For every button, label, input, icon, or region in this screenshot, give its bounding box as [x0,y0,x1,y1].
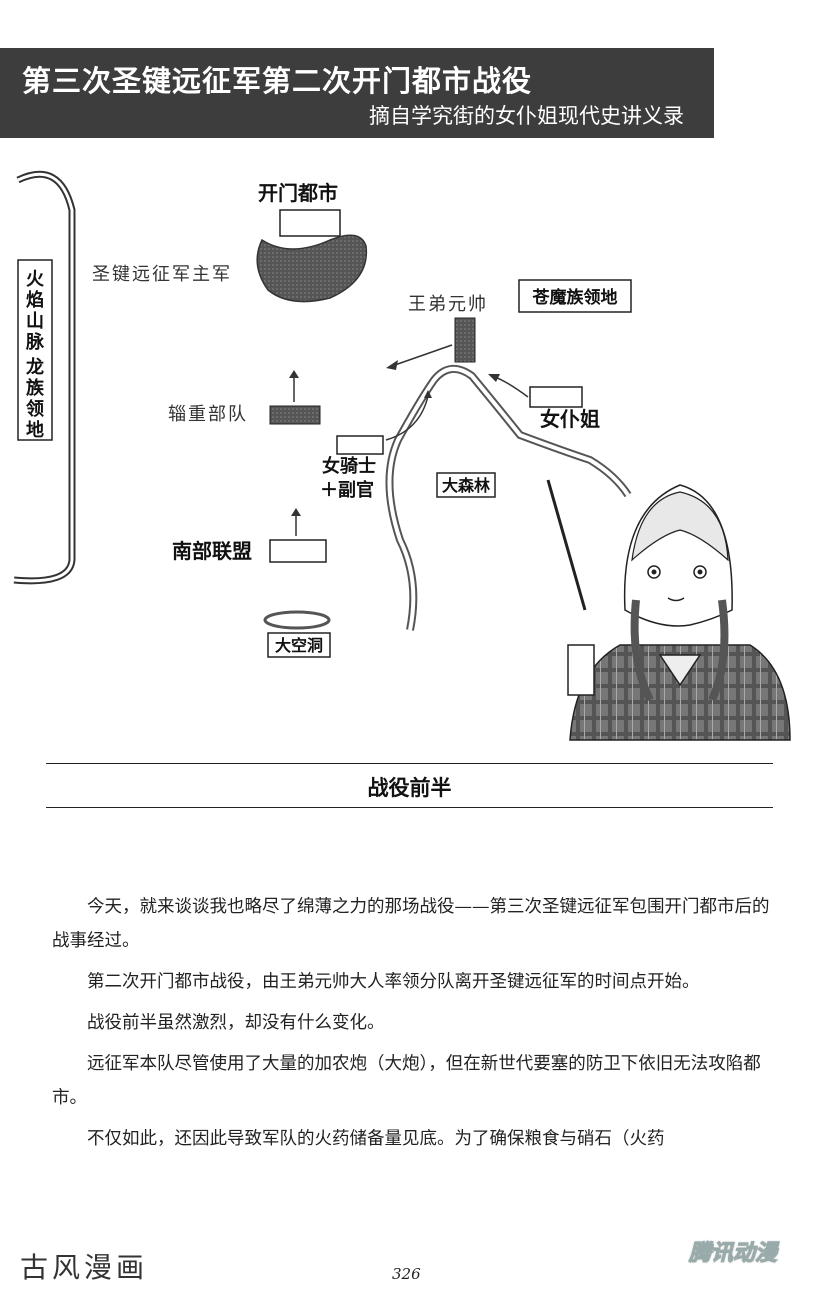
forest-box [436,472,496,498]
marshal-label: 王弟元帅 [408,294,488,315]
maid-illustration [546,479,791,741]
demon-land-box [518,279,632,313]
svg-text:地: 地 [26,419,44,441]
section-rule-top [46,763,773,764]
paragraph: 今天，就来谈谈我也略尽了绵薄之力的那场战役——第三次圣键远征军包围开门都市后的战… [52,897,770,951]
cave-label: 大空洞 [275,636,323,655]
svg-text:焰: 焰 [26,289,44,311]
page-subtitle: 摘自学究街的女仆姐现代史讲义录 [369,104,684,128]
maid-label: 女仆姐 [540,407,600,431]
adjutant-label: ＋副官 [320,479,374,501]
paragraph: 第二次开门都市战役，由王弟元帅大人率领分队离开圣键远征军的时间点开始。 [87,972,700,992]
baggage-unit [269,405,321,425]
svg-text:山: 山 [26,311,44,332]
southern-box [269,539,327,563]
demon-land-label: 苍魔族领地 [532,287,618,308]
mountain-label-box [17,259,53,441]
svg-text:脉: 脉 [25,331,45,353]
body-text: 今天，就来谈谈我也略尽了绵薄之力的那场战役——第三次圣键远征军包围开门都市后的战… [52,890,772,1163]
page-number: 326 [392,1265,421,1283]
footer-watermark-right: 腾讯动漫 [688,1241,777,1267]
southern-label: 南部联盟 [172,539,252,563]
svg-text:族: 族 [26,377,45,399]
cave-box [267,632,331,658]
svg-text:领: 领 [26,398,44,420]
knight-box [336,435,384,455]
pointer-stick [546,479,587,611]
cave-ring [263,610,331,630]
svg-text:火: 火 [26,269,45,290]
main-army-shape [256,234,368,303]
paragraph: 远征军本队尽管使用了大量的加农炮（大炮），但在新世代要塞的防卫下依旧无法攻陷都市… [52,1054,761,1108]
forest-label: 大森林 [442,476,490,495]
svg-text:龙: 龙 [26,356,44,378]
city-box [279,209,341,237]
footer-watermark-left: 古风漫画 [20,1251,149,1284]
marshal-unit [454,317,476,363]
baggage-label: 辎重部队 [168,404,248,425]
maid-box [529,386,583,408]
paragraph: 不仅如此，还因此导致军队的火药储备量见底。为了确保粮食与硝石（火药 [87,1129,665,1149]
page-title: 第三次圣键远征军第二次开门都市战役 [22,64,533,98]
title-banner: 第三次圣键远征军第二次开门都市战役 摘自学究街的女仆姐现代史讲义录 [0,48,714,138]
main-army-label: 圣键远征军主军 [92,264,232,285]
paragraph: 战役前半虽然激烈，却没有什么变化。 [87,1013,385,1033]
mountain-label: 火 焰 山 脉 龙 族 领 地 [25,269,45,441]
battle-map: 火 焰 山 脉 龙 族 领 地 开门都市 圣键远征军主军 王弟元帅 苍魔族领地 … [13,170,791,741]
city-label: 开门都市 [258,181,338,205]
section-title: 战役前半 [367,776,452,800]
knight-label: 女骑士 [322,455,376,477]
section-rule-bottom [46,807,773,808]
